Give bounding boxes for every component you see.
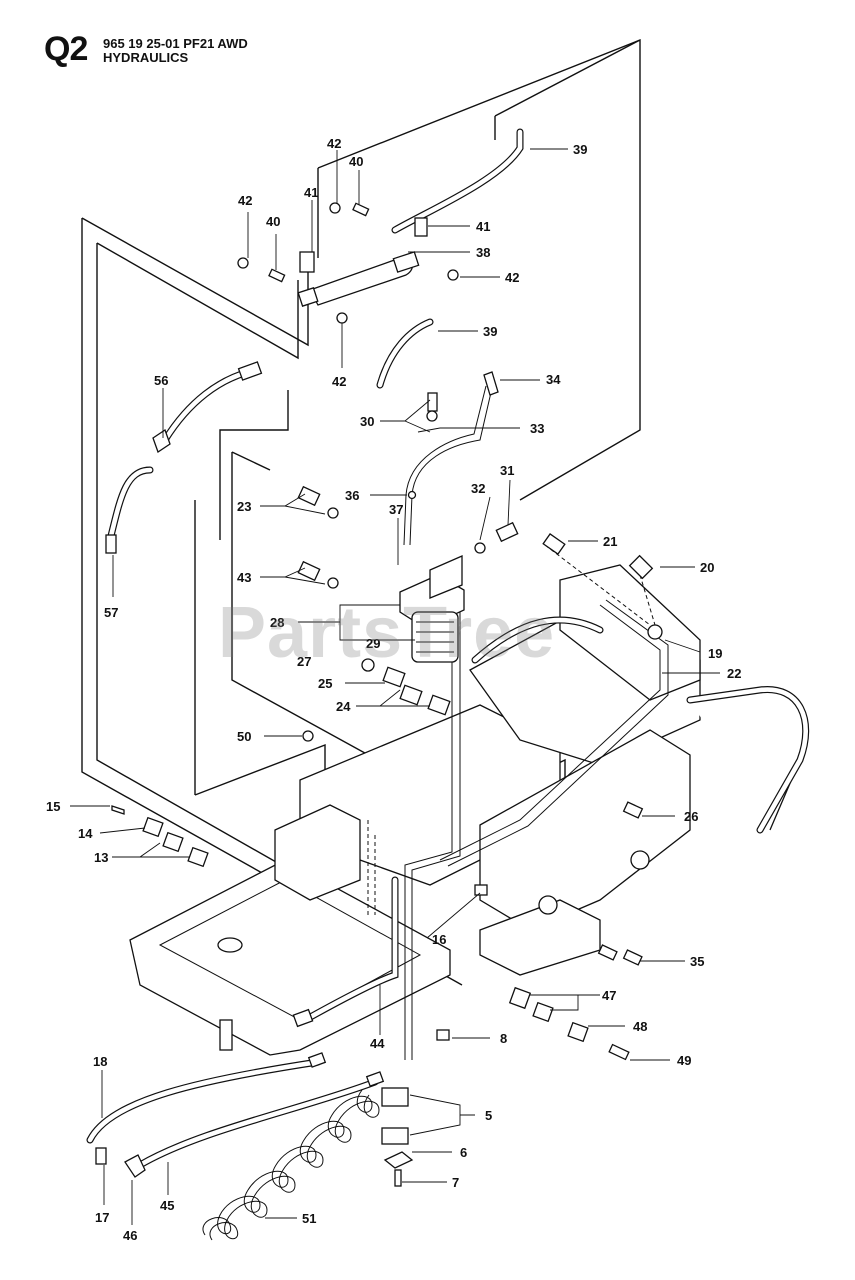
hydraulic-lines [86,128,669,1169]
callout-42[interactable]: 42 [327,136,341,151]
components [95,202,663,1187]
callout-38[interactable]: 38 [476,245,490,260]
callout-39[interactable]: 39 [573,142,587,157]
callout-34[interactable]: 34 [546,372,561,387]
callout-41[interactable]: 41 [304,185,318,200]
callout-24[interactable]: 24 [336,699,351,714]
callout-40[interactable]: 40 [266,214,280,229]
chassis [129,564,810,1056]
callout-7[interactable]: 7 [452,1175,459,1190]
callout-18[interactable]: 18 [93,1054,107,1069]
callout-48[interactable]: 48 [633,1019,647,1034]
callout-46[interactable]: 46 [123,1228,137,1243]
callout-33[interactable]: 33 [530,421,544,436]
callout-21[interactable]: 21 [603,534,617,549]
callout-50[interactable]: 50 [237,729,251,744]
callout-14[interactable]: 14 [78,826,93,841]
callout-23[interactable]: 23 [237,499,251,514]
callout-29[interactable]: 29 [366,636,380,651]
diagram-code: Q2 [44,30,88,68]
callout-labels: 42 40 42 40 41 41 38 42 42 39 39 56 34 3… [46,136,741,1243]
callout-5[interactable]: 5 [485,1108,492,1123]
callout-39[interactable]: 39 [483,324,497,339]
callout-15[interactable]: 15 [46,799,60,814]
callout-42[interactable]: 42 [332,374,346,389]
callout-42[interactable]: 42 [238,193,252,208]
callout-27[interactable]: 27 [297,654,311,669]
callout-30[interactable]: 30 [360,414,374,429]
watermark: PartsTree [218,593,556,673]
callout-47[interactable]: 47 [602,988,616,1003]
callout-13[interactable]: 13 [94,850,108,865]
callout-25[interactable]: 25 [318,676,332,691]
diagram-section: HYDRAULICS [103,50,189,65]
callout-16[interactable]: 16 [432,932,446,947]
callout-19[interactable]: 19 [708,646,722,661]
spiral-wrap [202,1089,380,1241]
callout-32[interactable]: 32 [471,481,485,496]
callout-42[interactable]: 42 [505,270,519,285]
callout-28[interactable]: 28 [270,615,284,630]
callout-8[interactable]: 8 [500,1031,507,1046]
callout-44[interactable]: 44 [370,1036,385,1051]
callout-37[interactable]: 37 [389,502,403,517]
callout-36[interactable]: 36 [345,488,359,503]
callout-35[interactable]: 35 [690,954,704,969]
callout-56[interactable]: 56 [154,373,168,388]
callout-20[interactable]: 20 [700,560,714,575]
callout-22[interactable]: 22 [727,666,741,681]
callout-31[interactable]: 31 [500,463,514,478]
callout-17[interactable]: 17 [95,1210,109,1225]
leader-lines [70,148,720,1225]
callout-41[interactable]: 41 [476,219,490,234]
callout-40[interactable]: 40 [349,154,363,169]
callout-49[interactable]: 49 [677,1053,691,1068]
diagram-model: 965 19 25-01 PF21 AWD [103,36,248,51]
callout-6[interactable]: 6 [460,1145,467,1160]
callout-45[interactable]: 45 [160,1198,174,1213]
callout-43[interactable]: 43 [237,570,251,585]
callout-51[interactable]: 51 [302,1211,316,1226]
callout-57[interactable]: 57 [104,605,118,620]
callout-26[interactable]: 26 [684,809,698,824]
